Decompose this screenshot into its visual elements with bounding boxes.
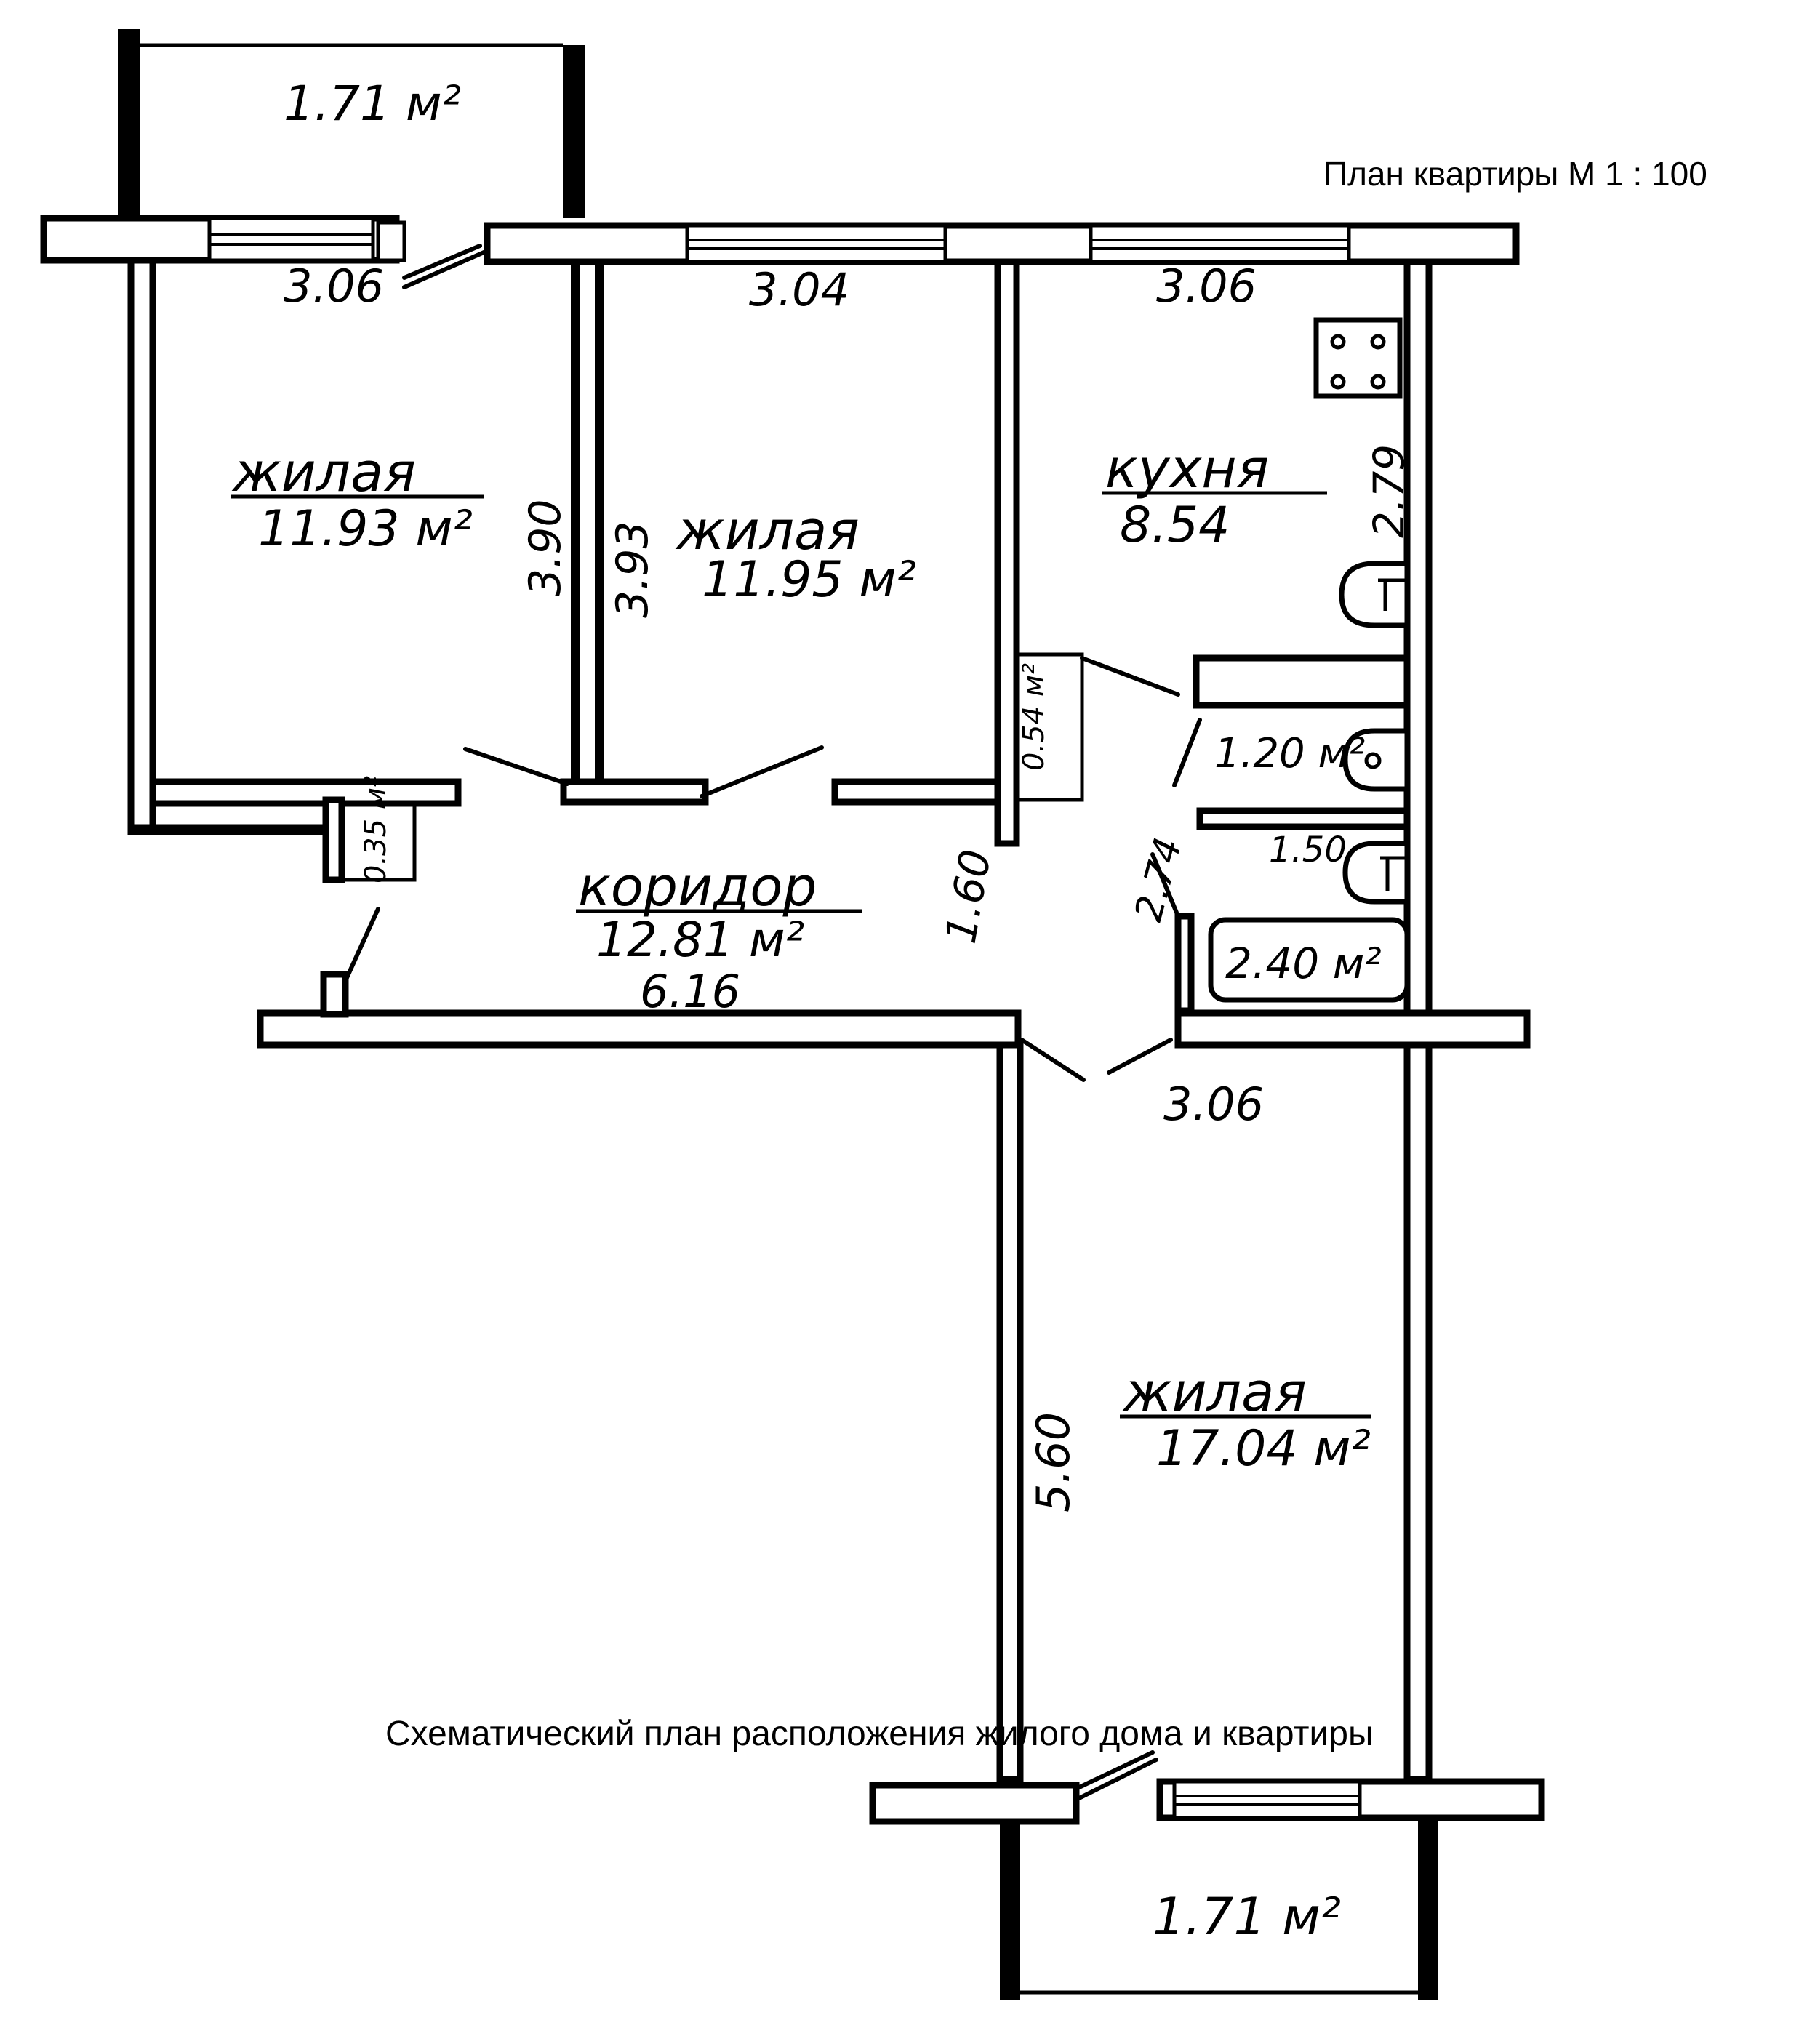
kitchen-name: кухня	[1105, 438, 1269, 500]
balcony-top-area: 1.71 м²	[284, 76, 461, 132]
balcony-top	[118, 29, 585, 218]
wc-bath-block	[1150, 654, 1411, 1014]
living-big-area: 17.04 м²	[1156, 1420, 1371, 1478]
dim-living-left-depth: 3.90	[520, 499, 571, 596]
dim-living-mid-depth: 3.93	[607, 521, 658, 618]
bath-area: 2.40 м²	[1225, 939, 1382, 988]
partition-mid-kitchen	[994, 258, 1020, 847]
dim-top-left: 3.06	[284, 260, 384, 313]
dim-bath-inner: 1.50	[1269, 830, 1347, 870]
corridor-name: коридор	[578, 856, 817, 918]
big-room-walls	[996, 1041, 1433, 1783]
dim-bath-depth: 2.74	[1127, 833, 1191, 926]
living-mid-name: жилая	[675, 500, 860, 562]
dim-kitchen-depth: 2.79	[1364, 444, 1414, 538]
pantry-area: 0.54 м²	[1017, 663, 1051, 771]
corridor-bottom-wall	[257, 971, 1531, 1082]
dim-bottom-room-width: 3.06	[1163, 1078, 1264, 1131]
bottom-exterior-wall	[869, 1750, 1545, 1825]
dim-top-mid: 3.04	[749, 263, 849, 316]
left-living-walls	[127, 257, 462, 835]
top-exterior-wall	[40, 215, 1520, 289]
closet-area: 0.35 м²	[359, 776, 393, 883]
living-mid-area: 11.95 м²	[702, 551, 916, 609]
living-big-name: жилая	[1122, 1361, 1307, 1424]
dim-bottom-room-depth: 5.60	[1027, 1412, 1080, 1512]
balcony-bottom	[1000, 1818, 1438, 2000]
kitchen-area: 8.54	[1120, 497, 1230, 554]
stove-icon	[1313, 317, 1403, 399]
corridor-area: 12.81 м²	[596, 912, 804, 968]
living-left-area: 11.93 м²	[258, 500, 473, 558]
sink-icon	[1339, 561, 1410, 628]
dim-corridor-length: 6.16	[640, 965, 740, 1018]
right-exterior-wall	[1403, 258, 1433, 1022]
balcony-bottom-area: 1.71 м²	[1153, 1887, 1341, 1947]
dim-top-right: 3.06	[1156, 260, 1257, 313]
site-plan-caption: Схематический план расположения жилого д…	[385, 1715, 1373, 1753]
plan-title: План квартиры М 1 : 100	[1323, 155, 1707, 193]
living-left-name: жилая	[231, 441, 416, 504]
wc-area: 1.20 м²	[1214, 730, 1365, 777]
pantry-block	[1014, 652, 1180, 802]
dim-corridor-width: 1.60	[936, 846, 1001, 947]
